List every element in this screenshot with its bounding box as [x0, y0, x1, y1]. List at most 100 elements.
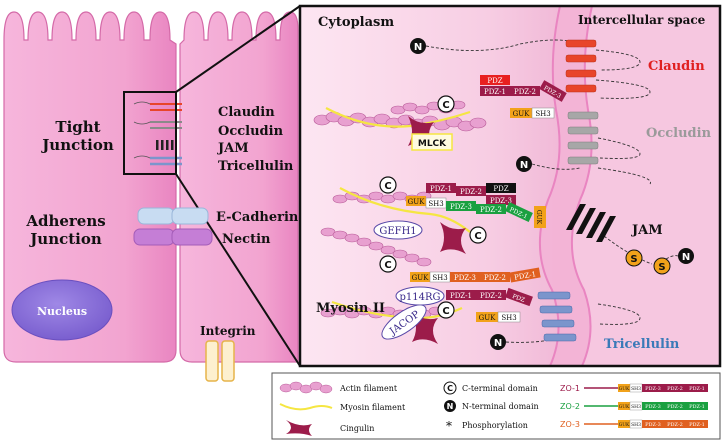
svg-text:SH3: SH3: [501, 314, 516, 322]
legend-cingulin-label: Cingulin: [340, 424, 374, 433]
mlck-box: [411, 133, 453, 151]
svg-text:PDZ-3: PDZ-3: [645, 404, 661, 410]
svg-text:GUK: GUK: [535, 210, 542, 225]
svg-text:PDZ-3: PDZ-3: [490, 197, 512, 205]
svg-text:GUK: GUK: [479, 314, 496, 322]
tight-junction-label-2: Junction: [40, 136, 114, 154]
svg-text:PDZ: PDZ: [493, 185, 508, 193]
svg-text:C: C: [474, 231, 481, 242]
zo3-complex: GUK SH3 PDZ-3 PDZ-2 PDZ-1: [410, 267, 541, 283]
claudin-bars: [565, 39, 597, 93]
gefh1-label: GEFH1: [379, 226, 416, 237]
svg-text:SH3: SH3: [631, 404, 641, 410]
svg-text:GUK: GUK: [619, 422, 630, 428]
legend-n-terminal-label: N-terminal domain: [462, 402, 539, 411]
svg-text:GUK: GUK: [513, 110, 530, 118]
svg-text:PDZ-1: PDZ-1: [514, 270, 537, 282]
legend-c-terminal-icon: C: [443, 381, 457, 395]
svg-text:PDZ-2: PDZ-2: [667, 404, 683, 410]
svg-text:PDZ-3: PDZ-3: [450, 203, 472, 211]
svg-text:PDZ-1: PDZ-1: [484, 88, 506, 96]
tricellulin-bars: [537, 291, 577, 342]
legend-actin-swatch: [279, 381, 333, 394]
svg-text:N: N: [682, 252, 690, 263]
nectin-shape: [133, 228, 213, 246]
cingulin-middle: [440, 222, 466, 254]
zo1-lower-complex: PDZ-1 PDZ-2 PDZ GUK SH3: [446, 287, 533, 323]
occludin-bars: [567, 111, 599, 165]
adherens-junction-label-2: Junction: [28, 230, 102, 248]
legend-actin-label: Actin filament: [339, 384, 398, 393]
svg-text:PDZ-2: PDZ-2: [667, 386, 683, 392]
jacop-shape: [381, 304, 427, 340]
n-terminal-marker-occludin: N: [516, 156, 532, 172]
p114rg-label: p114RG: [399, 292, 440, 303]
svg-text:SH3: SH3: [631, 386, 641, 392]
svg-text:PDZ-2: PDZ-2: [667, 422, 683, 428]
n-terminal-marker-tricellulin: N: [490, 334, 506, 350]
svg-text:PDZ-3: PDZ-3: [454, 274, 476, 282]
svg-text:PDZ-3: PDZ-3: [645, 422, 661, 428]
protein-label-occludin: Occludin: [218, 124, 284, 139]
svg-text:PDZ-1: PDZ-1: [689, 404, 705, 410]
legend-n-terminal-icon: N: [444, 400, 456, 412]
nucleus-label: Nucleus: [37, 305, 87, 318]
svg-text:PDZ-1: PDZ-1: [689, 386, 705, 392]
claudin-zoom-label: Claudin: [648, 59, 705, 74]
svg-text:GUK: GUK: [619, 386, 630, 392]
svg-text:PDZ-1: PDZ-1: [450, 292, 472, 300]
c-terminal-marker-jam: C: [469, 226, 487, 244]
svg-text:C: C: [442, 100, 449, 111]
svg-text:N: N: [494, 338, 502, 349]
svg-text:PDZ-2: PDZ-2: [460, 188, 482, 196]
protein-label-jam: JAM: [217, 141, 249, 156]
svg-text:SH3: SH3: [432, 274, 447, 282]
svg-text:N: N: [447, 402, 454, 411]
c-terminal-marker-zo2: C: [379, 176, 397, 194]
protein-label-claudin: Claudin: [218, 105, 275, 120]
tricellulin-zoom-label: Tricellulin: [604, 337, 680, 352]
c-terminal-marker-zo1: C: [437, 95, 455, 113]
right-cell: [179, 11, 299, 363]
svg-text:PDZ: PDZ: [511, 293, 526, 304]
svg-text:C: C: [442, 306, 449, 317]
legend-myosin-swatch: [279, 403, 333, 411]
intercellular-space-label: Intercellular space: [578, 13, 706, 27]
legend-zo2-domains: GUK SH3 PDZ-3 PDZ-2 PDZ-1: [618, 401, 708, 411]
legend-myosin-label: Myosin filament: [340, 403, 406, 412]
svg-text:PDZ-2: PDZ-2: [484, 274, 506, 282]
svg-text:PDZ-2: PDZ-2: [480, 292, 502, 300]
zo1-upper-complex: PDZ PDZ-1 PDZ-2 PDZ-3 GUK SH3: [480, 75, 567, 119]
svg-text:C: C: [384, 260, 391, 271]
svg-text:GUK: GUK: [412, 274, 429, 282]
n-terminal-marker-claudin: N: [410, 38, 426, 54]
svg-text:S: S: [630, 254, 637, 265]
myosin-ii-label: Myosin II: [316, 301, 385, 316]
legend-c-terminal-label: C-terminal domain: [462, 384, 538, 393]
protein-label-nectin: Nectin: [222, 232, 271, 247]
svg-text:C: C: [384, 181, 391, 192]
jam-zoom-label: JAM: [631, 223, 663, 238]
svg-text:SH3: SH3: [428, 200, 443, 208]
nucleus: [11, 279, 113, 341]
protein-label-tricellulin: Tricellulin: [218, 159, 294, 174]
svg-text:PDZ: PDZ: [487, 77, 502, 85]
legend-phospho-label: Phosphorylation: [462, 421, 528, 430]
svg-text:GUK: GUK: [408, 198, 425, 206]
dashed-tails: [425, 39, 679, 343]
svg-text:SH3: SH3: [631, 422, 641, 428]
cytoplasm-label: Cytoplasm: [318, 15, 394, 30]
adherens-junction-label-1: Adherens: [25, 212, 105, 230]
svg-text:C: C: [447, 384, 453, 393]
e-cadherin-shape: [137, 207, 209, 225]
s-marker-1: S: [625, 249, 643, 267]
mlck-label: MLCK: [418, 139, 447, 149]
left-cell: [3, 11, 177, 363]
integrin-label: Integrin: [200, 324, 256, 338]
integrin-shape: [205, 340, 235, 382]
tight-junction-label-1: Tight: [55, 118, 100, 136]
gefh1-shape: [373, 220, 423, 240]
legend-zo2-label: ZO-2: [560, 402, 580, 411]
